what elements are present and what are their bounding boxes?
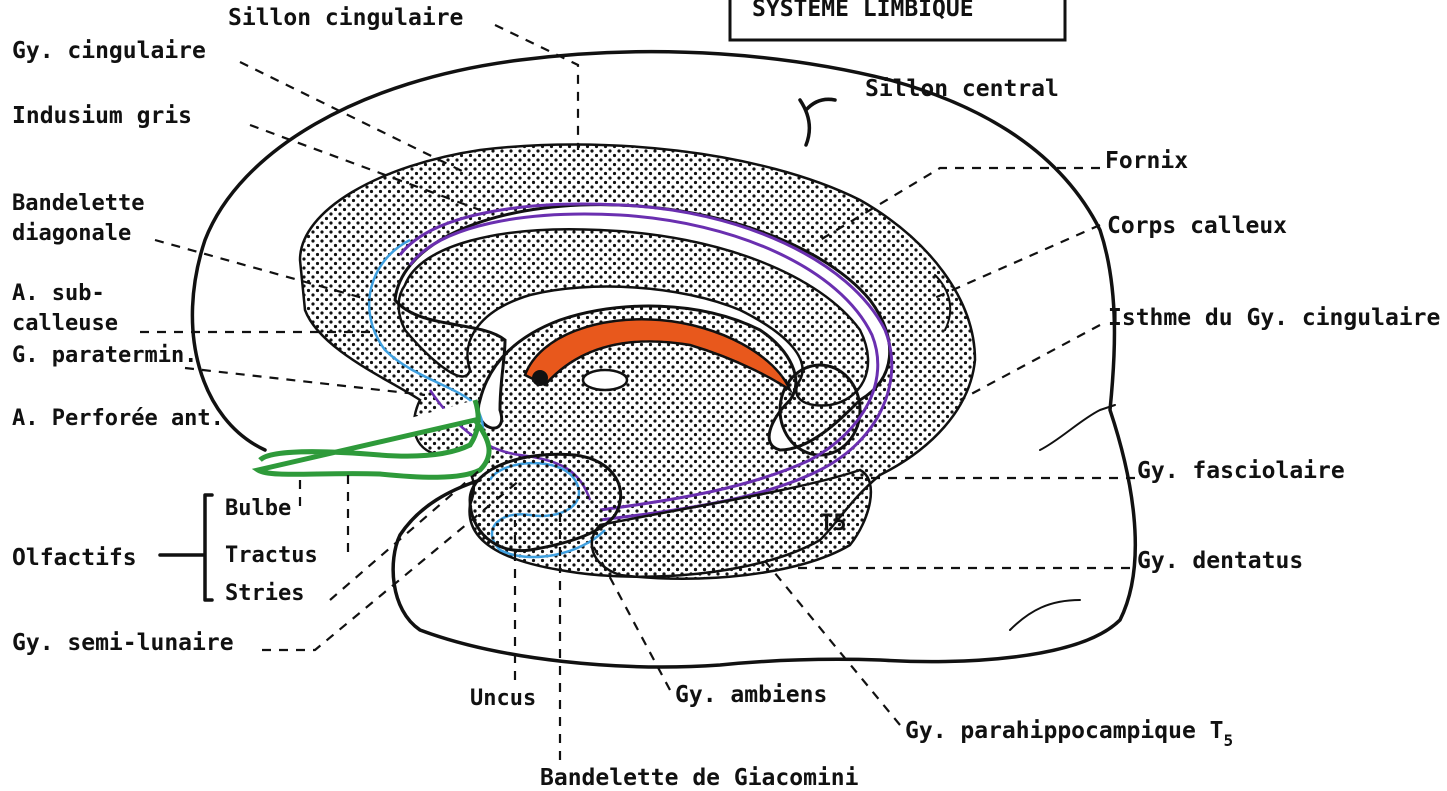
hippocampal-tail — [780, 365, 860, 455]
label-bandelette-1: Bandelette — [12, 191, 144, 216]
label-uncus: Uncus — [470, 686, 536, 711]
label-sillon-central: Sillon central — [865, 76, 1059, 102]
label-gy-fasciolaire: Gy. fasciolaire — [1137, 458, 1345, 484]
label-gy-ambiens: Gy. ambiens — [675, 682, 827, 708]
occipital-sulcus — [1040, 405, 1115, 450]
leader-isthme — [960, 325, 1100, 400]
label-gy-parahippocampique-text: Gy. parahippocampique T — [905, 718, 1224, 744]
label-stries: Stries — [225, 581, 304, 606]
label-g-paratermin: G. paratermin. — [12, 343, 197, 368]
label-isthme: Isthme du Gy. cingulaire — [1108, 305, 1440, 331]
leader-corps-calleux — [930, 225, 1100, 300]
interthalamic-adhesion — [583, 370, 627, 390]
label-fornix: Fornix — [1105, 148, 1188, 174]
label-tractus: Tractus — [225, 543, 318, 568]
leader-sillon-cingulaire — [495, 25, 578, 150]
label-gy-semi-lunaire: Gy. semi-lunaire — [12, 630, 234, 656]
label-a-sub-1: A. sub- — [12, 281, 105, 306]
label-a-sub-2: calleuse — [12, 311, 118, 336]
label-olfactifs: Olfactifs — [12, 545, 137, 571]
label-sillon-cingulaire: Sillon cingulaire — [228, 5, 463, 31]
label-bandelette-giacomini: Bandelette de Giacomini — [540, 765, 859, 791]
label-gy-parahippocampique: Gy. parahippocampique T5 — [905, 718, 1233, 750]
label-gy-cingulaire: Gy. cingulaire — [12, 38, 206, 64]
label-t5-marker: T5 — [820, 511, 847, 536]
anterior-commissure — [532, 370, 548, 386]
label-a-perforee: A. Perforée ant. — [12, 406, 224, 431]
title-text: SYSTEME LIMBIQUE — [752, 0, 974, 22]
label-bandelette-2: diagonale — [12, 221, 131, 246]
label-t5-subscript: 5 — [1224, 731, 1234, 750]
label-bulbe: Bulbe — [225, 496, 291, 521]
label-gy-dentatus: Gy. dentatus — [1137, 548, 1303, 574]
temporal-sulcus — [1010, 600, 1080, 630]
olfactifs-bracket — [160, 495, 212, 600]
label-indusium-gris: Indusium gris — [12, 103, 192, 129]
label-corps-calleux: Corps calleux — [1107, 213, 1287, 239]
central-sulcus — [800, 99, 835, 145]
